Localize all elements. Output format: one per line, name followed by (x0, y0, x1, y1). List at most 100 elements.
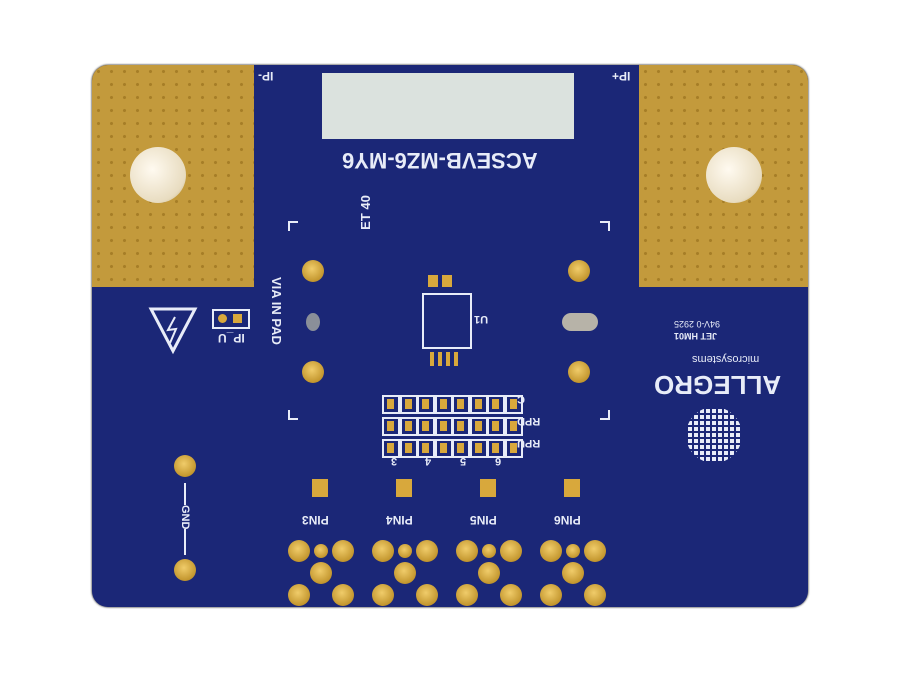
fab-mark: JET HM01 (674, 331, 718, 341)
connector-pin (332, 540, 354, 562)
component-footprint (417, 439, 435, 458)
pin4-label: PIN4 (386, 513, 413, 527)
solder-pad (404, 399, 412, 409)
connector-pin (500, 584, 522, 606)
u1-pin (446, 352, 450, 366)
gnd-label: GND (177, 505, 193, 530)
outline-corner (288, 410, 298, 420)
u1-label: U1 (474, 313, 489, 325)
component-footprint (417, 395, 435, 414)
via (302, 260, 324, 282)
component-footprint (504, 395, 523, 414)
solder-pad (457, 421, 464, 431)
solder-pad (474, 443, 482, 453)
solder-pad (387, 399, 394, 409)
connector-pin (540, 584, 562, 606)
board-title: ACSEVB-MZ6-MY6 (342, 148, 538, 173)
test-pad (312, 479, 328, 497)
mounting-hole-left (130, 147, 186, 203)
high-voltage-warning-icon (148, 307, 198, 355)
via (568, 260, 590, 282)
connector-pin-small (482, 544, 496, 558)
component-footprint (452, 439, 470, 458)
solder-pad (439, 443, 447, 453)
solder-pad (422, 443, 429, 453)
component-footprint (504, 417, 523, 436)
row-label-rpu: RPU (517, 437, 541, 449)
component-footprint (469, 395, 488, 414)
connector-pin (562, 562, 584, 584)
pin6-label: PIN6 (554, 513, 581, 527)
outline-corner (600, 221, 610, 231)
solder-pad (439, 421, 447, 431)
ip-u-label: IP_U (218, 331, 245, 345)
component-footprint (399, 417, 418, 436)
component-footprint (382, 417, 400, 436)
via (568, 361, 590, 383)
connector-pin-small (314, 544, 328, 558)
test-pad (396, 479, 412, 497)
component-footprint (434, 439, 453, 458)
connector-pin (478, 562, 500, 584)
component-footprint (469, 439, 488, 458)
ip-minus-label: IP- (258, 69, 274, 83)
component-footprint (382, 395, 400, 414)
pin3-label: PIN3 (302, 513, 329, 527)
gnd-via (174, 455, 196, 477)
connector-pin (310, 562, 332, 584)
pcb-board: ACSEVB-MZ6-MY6 IP- IP+ ET 40 VIA IN PAD … (92, 65, 808, 607)
solder-pad (492, 443, 499, 453)
u1-pad (442, 275, 452, 287)
solder-pad (387, 421, 394, 431)
solder-pad (474, 399, 482, 409)
solder-pad (404, 421, 412, 431)
gnd-via (174, 559, 196, 581)
ip-plus-label: IP+ (612, 69, 631, 83)
connector-pin (288, 540, 310, 562)
solder-pad (492, 399, 499, 409)
u1-pad (428, 275, 438, 287)
u1-pin (430, 352, 434, 366)
solder-pad (509, 399, 517, 409)
outline-corner (288, 221, 298, 231)
component-footprint (399, 439, 418, 458)
via-in-pad-label: VIA IN PAD (269, 277, 284, 345)
solder-pad (422, 421, 429, 431)
fab-code: 94V-0 2925 (674, 319, 721, 329)
solder-pad (474, 421, 482, 431)
via-hole (306, 313, 320, 331)
test-pad (564, 479, 580, 497)
connector-pin (416, 540, 438, 562)
u1-pin (438, 352, 442, 366)
test-pad (480, 479, 496, 497)
slot-hole (562, 313, 598, 331)
component-footprint (382, 439, 400, 458)
component-footprint (434, 417, 453, 436)
solder-pad (457, 443, 464, 453)
connector-pin (456, 540, 478, 562)
mounting-hole-right (706, 147, 762, 203)
solder-pad (439, 399, 447, 409)
label-area (322, 73, 574, 139)
col-label: 5 (460, 455, 467, 467)
connector-pin (332, 584, 354, 606)
component-footprint (487, 439, 505, 458)
connector-pin (500, 540, 522, 562)
connector-pin (372, 540, 394, 562)
component-footprint (487, 417, 505, 436)
connector-pin (584, 584, 606, 606)
brand-logo: ALLEGRO (654, 370, 782, 400)
connector-pin (394, 562, 416, 584)
component-footprint (417, 417, 435, 436)
et-code: ET 40 (357, 195, 373, 230)
component-footprint (434, 395, 453, 414)
brand-sub: microsystems (692, 353, 760, 365)
copper-pad-ip-plus (639, 65, 808, 287)
component-footprint (487, 395, 505, 414)
connector-pin (456, 584, 478, 606)
component-footprint (452, 395, 470, 414)
connector-pin (416, 584, 438, 606)
via (302, 361, 324, 383)
u1-footprint (422, 293, 472, 349)
solder-pad (404, 443, 412, 453)
